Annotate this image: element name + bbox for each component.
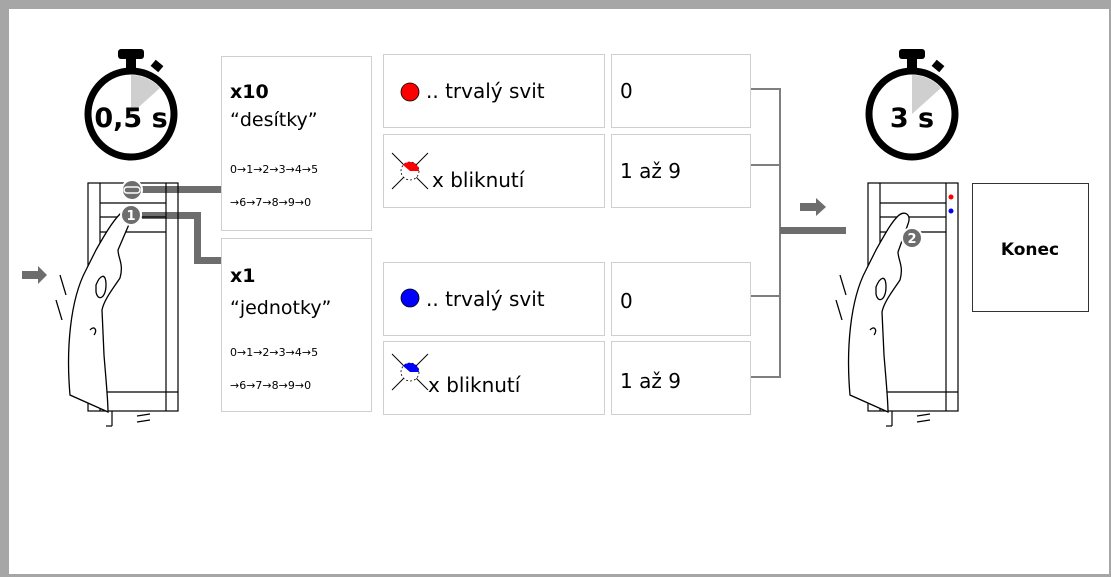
led-row-4-description: x bliknutí bbox=[383, 341, 605, 415]
led-indicator-icons bbox=[948, 194, 954, 214]
tens-title: x10 bbox=[230, 81, 269, 103]
red-led-blink-icon bbox=[391, 152, 429, 190]
end-box-label: Konec bbox=[1000, 240, 1060, 260]
ones-sequence-2: →6→7→8→9→0 bbox=[230, 379, 312, 392]
ones-box: x1 “jednotky” 0→1→2→3→4→5 →6→7→8→9→0 bbox=[221, 238, 372, 412]
hand-right-icon bbox=[835, 212, 910, 414]
tens-sequence-1: 0→1→2→3→4→5 bbox=[230, 163, 319, 176]
led-row-3-description: .. trvalý svit bbox=[383, 262, 605, 336]
blue-led-blink-icon bbox=[391, 353, 429, 391]
svg-text:1: 1 bbox=[126, 209, 135, 224]
red-led-icon bbox=[400, 82, 420, 102]
button-2-icon: 2 bbox=[901, 227, 923, 249]
led-row-4-value: 1 až 9 bbox=[611, 341, 751, 415]
led-row-2-value: 1 až 9 bbox=[611, 134, 751, 208]
connector-ones bbox=[142, 212, 221, 264]
button-1-icon: 1 bbox=[120, 204, 142, 226]
led-row-2-description: x bliknutí bbox=[383, 134, 605, 208]
timer-right-label: 3 s bbox=[889, 103, 935, 134]
ones-sequence-1: 0→1→2→3→4→5 bbox=[230, 346, 319, 359]
tens-subtitle: “desítky” bbox=[230, 109, 318, 131]
blue-led-icon bbox=[400, 288, 420, 308]
svg-text:2: 2 bbox=[907, 232, 916, 247]
ones-subtitle: “jednotky” bbox=[230, 297, 332, 319]
arrow-left-icon bbox=[22, 266, 47, 284]
bracket-output-bar bbox=[780, 227, 846, 234]
bracket-lines bbox=[751, 88, 781, 378]
arrow-right-icon bbox=[800, 198, 826, 216]
tens-box: x10 “desítky” 0→1→2→3→4→5 →6→7→8→9→0 bbox=[221, 56, 372, 231]
led-row-1-value: 0 bbox=[611, 54, 751, 128]
timer-left-label: 0,5 s bbox=[94, 103, 168, 134]
connector-tens bbox=[140, 186, 221, 193]
stopwatch-right-icon bbox=[865, 49, 959, 161]
end-box: Konec bbox=[972, 183, 1089, 312]
tens-sequence-2: →6→7→8→9→0 bbox=[230, 196, 312, 209]
led-row-3-value: 0 bbox=[611, 262, 751, 336]
stopwatch-left-icon bbox=[84, 49, 178, 161]
hand-left-icon bbox=[55, 210, 132, 414]
ones-title: x1 bbox=[230, 265, 256, 287]
key-button-icon bbox=[121, 179, 143, 201]
led-row-1-description: .. trvalý svit bbox=[383, 54, 605, 128]
